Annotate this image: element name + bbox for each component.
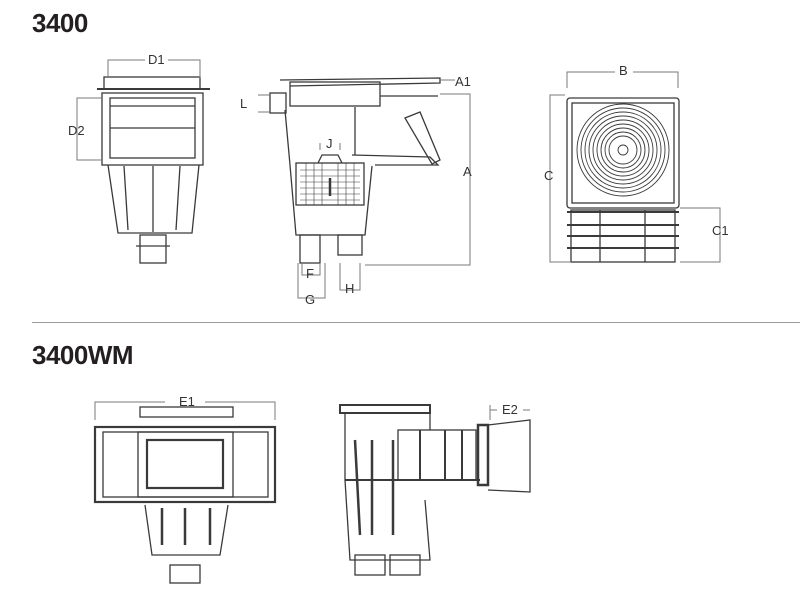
model-3400-title: 3400	[32, 8, 88, 38]
label-h: H	[345, 281, 354, 296]
front-view-3400wm	[93, 406, 277, 584]
section-divider	[32, 322, 800, 323]
label-f: F	[306, 266, 314, 281]
label-c1: C1	[712, 223, 729, 238]
top-view-3400	[566, 97, 680, 263]
label-e2: E2	[502, 402, 518, 417]
label-g: G	[305, 292, 315, 307]
label-b: B	[619, 63, 628, 78]
side-view-3400	[269, 77, 441, 264]
label-c: C	[544, 168, 553, 183]
label-e1: E1	[179, 394, 195, 409]
front-view-3400	[97, 76, 210, 264]
label-d2: D2	[68, 123, 85, 138]
model-3400wm-title: 3400WM	[32, 340, 134, 370]
label-j: J	[326, 136, 333, 151]
label-a1: A1	[455, 74, 471, 89]
label-d1: D1	[148, 52, 165, 67]
side-view-3400wm	[339, 404, 531, 576]
label-l: L	[240, 96, 247, 111]
label-a: A	[463, 164, 472, 179]
